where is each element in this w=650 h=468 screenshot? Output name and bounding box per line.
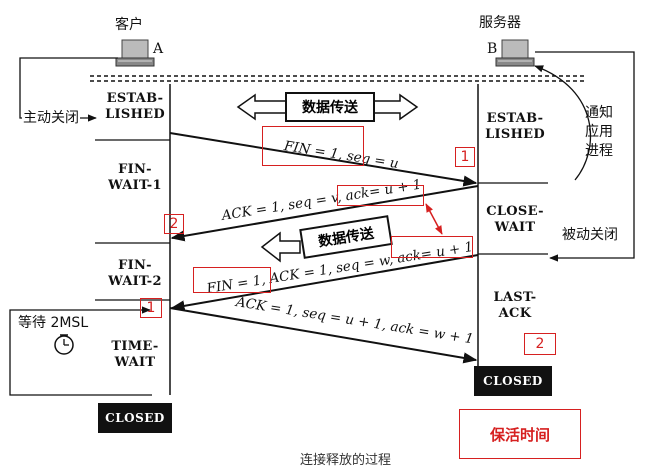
data-transfer-arrow-bottom bbox=[260, 231, 301, 263]
client-state-fin-wait-2: FIN-WAIT-2 bbox=[108, 258, 162, 289]
active-close-label: 主动关闭 bbox=[22, 110, 80, 126]
fin-server-arrow bbox=[170, 254, 479, 312]
keepalive-time-box: 保活时间 bbox=[459, 409, 581, 459]
highlight-ack-server bbox=[337, 185, 424, 206]
ack-link-red-arrow bbox=[425, 203, 443, 235]
client-state-closed: CLOSED bbox=[98, 403, 172, 433]
client-state-fin-wait-1: FIN-WAIT-1 bbox=[108, 162, 162, 193]
host-letter-a: A bbox=[153, 41, 164, 57]
server-label: 服务器 bbox=[479, 15, 521, 31]
figure-caption: 连接释放的过程 bbox=[300, 453, 392, 468]
server-computer-icon bbox=[495, 39, 535, 67]
server-state-close-wait: CLOSE-WAIT bbox=[486, 204, 544, 235]
client-state-time-wait: TIME-WAIT bbox=[111, 339, 159, 370]
fin-client-arrow bbox=[169, 132, 478, 187]
server-state-established: ESTAB-LISHED bbox=[485, 111, 545, 142]
annotation-tag-2-client: 2 bbox=[164, 214, 184, 234]
client-state-established: ESTAB-LISHED bbox=[105, 91, 165, 122]
wait-2msl-box bbox=[9, 306, 152, 396]
server-state-closed: CLOSED bbox=[474, 366, 552, 396]
passive-close-arrow bbox=[535, 51, 635, 262]
passive-close-label: 被动关闭 bbox=[562, 227, 618, 243]
data-transfer-label-top: 数据传送 bbox=[285, 92, 375, 122]
client-label: 客户 bbox=[115, 17, 143, 33]
annotation-tag-1-server: 1 bbox=[455, 147, 475, 167]
notify-app-arrow bbox=[534, 65, 592, 181]
ack-client-arrow bbox=[169, 307, 478, 364]
highlight-fin-server bbox=[193, 267, 271, 293]
host-letter-b: B bbox=[487, 41, 498, 57]
notify-app-label: 通知 应用 进程 bbox=[585, 105, 613, 159]
annotation-tag-1-client: 1 bbox=[140, 298, 162, 318]
wait-2msl-label: 等待 2MSL bbox=[18, 315, 89, 331]
ack-server-arrow bbox=[170, 185, 479, 242]
server-state-last-ack: LAST-ACK bbox=[493, 290, 537, 321]
annotation-tag-2-server: 2 bbox=[524, 333, 556, 355]
highlight-ack-fin-server bbox=[391, 236, 473, 258]
client-computer-icon bbox=[115, 39, 155, 67]
highlight-fin-client bbox=[262, 126, 364, 166]
clock-icon bbox=[54, 334, 74, 355]
